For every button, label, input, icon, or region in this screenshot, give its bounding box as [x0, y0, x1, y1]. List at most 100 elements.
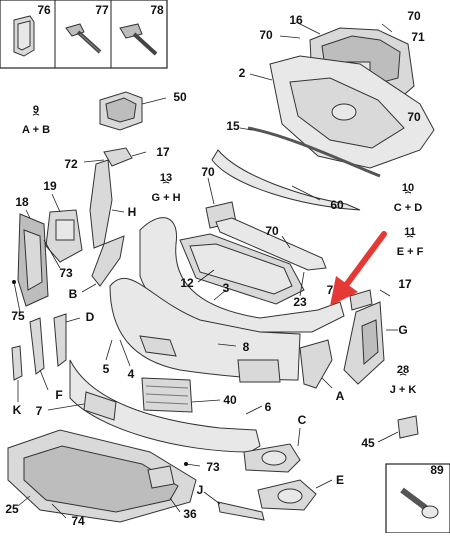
label-77: 77	[95, 3, 109, 17]
group-11-brace: ⏞	[406, 236, 414, 248]
part-b-side-trim	[91, 235, 125, 287]
screw-77	[65, 23, 102, 54]
label-70-b: 70	[259, 28, 273, 42]
label-b: B	[68, 287, 78, 301]
part-18-side-guide	[17, 213, 49, 307]
part-f-strip	[29, 317, 45, 375]
label-45: 45	[361, 436, 375, 450]
label-j: J	[196, 483, 204, 497]
label-19: 19	[43, 179, 57, 193]
label-70-e: 70	[265, 224, 279, 238]
screw-78	[119, 23, 158, 56]
part-40-grille-insert	[141, 377, 193, 413]
label-18: 18	[15, 195, 29, 209]
label-16: 16	[289, 13, 303, 27]
part-h-side-bracket	[89, 159, 113, 249]
part-25-undertray	[7, 429, 197, 523]
group-10-sub: C + D	[393, 202, 423, 214]
label-70-d: 70	[201, 165, 215, 179]
label-72: 72	[64, 157, 78, 171]
part-7-right-bracket	[349, 289, 373, 311]
part-2-grille	[269, 55, 435, 169]
label-h: H	[127, 205, 137, 219]
group-10: 10 ⏞ C + D	[394, 182, 422, 214]
part-15-strip	[247, 126, 381, 178]
group-13-brace: ⏞	[162, 182, 170, 194]
part-19-side-support	[45, 209, 83, 263]
group-11: 11 ⏞ E + F	[397, 226, 424, 258]
label-76: 76	[37, 3, 51, 17]
label-4: 4	[127, 367, 135, 381]
label-12: 12	[180, 276, 194, 290]
label-71: 71	[411, 30, 425, 44]
label-6: 6	[264, 400, 272, 414]
label-7-a: 7	[326, 283, 334, 297]
label-70-c: 70	[407, 110, 421, 124]
part-17-bracket-top	[103, 147, 133, 167]
label-70-a: 70	[407, 9, 421, 23]
part-6-lower-bumper	[69, 359, 261, 453]
label-17-a: 17	[156, 145, 170, 159]
label-25: 25	[5, 502, 19, 516]
part-k-clip	[11, 345, 23, 381]
part-50-bracket	[99, 91, 143, 131]
part-d-strip	[53, 313, 67, 367]
group-9-sub: A + B	[21, 124, 51, 136]
label-50: 50	[173, 90, 187, 104]
label-7-b: 7	[35, 404, 43, 418]
part-a-side-strip	[299, 339, 333, 389]
group-28-number: 28	[396, 364, 410, 376]
label-e: E	[335, 473, 345, 487]
label-a: A	[335, 389, 345, 403]
label-g: G	[398, 323, 408, 337]
label-74: 74	[71, 514, 85, 528]
label-36: 36	[183, 507, 197, 521]
part-12-absorber	[179, 233, 305, 305]
group-13-sub: G + H	[151, 192, 181, 204]
highlight-arrow	[330, 231, 387, 306]
fastener-box	[0, 0, 168, 69]
group-9: 9 ⏞ A + B	[22, 104, 50, 136]
label-23: 23	[293, 295, 307, 309]
label-89: 89	[430, 463, 444, 477]
label-78: 78	[150, 3, 164, 17]
label-5: 5	[102, 362, 110, 376]
clip-76	[13, 15, 35, 57]
label-75: 75	[11, 309, 25, 323]
label-3: 3	[222, 281, 230, 295]
group-9-number: 9	[32, 104, 40, 116]
part-60-lower-grille	[211, 149, 361, 211]
group-9-brace: ⏞	[32, 114, 40, 126]
group-28-brace: ⏞	[399, 374, 407, 386]
part-45-clip	[397, 415, 419, 439]
label-2: 2	[238, 66, 246, 80]
label-60: 60	[330, 198, 344, 212]
group-10-number: 10	[401, 182, 415, 194]
label-8: 8	[242, 340, 250, 354]
part-23-beam	[215, 217, 327, 271]
group-11-sub: E + F	[396, 246, 424, 258]
part-c-fog-cover	[243, 443, 301, 473]
label-c: C	[297, 413, 307, 427]
label-73-a: 73	[59, 266, 73, 280]
part-e-fog-cover	[257, 479, 317, 511]
clip-89	[400, 487, 439, 519]
group-13-number: 13	[159, 172, 173, 184]
label-f: F	[55, 388, 63, 402]
label-k: K	[12, 403, 22, 417]
label-73-b: 73	[206, 460, 220, 474]
label-d: D	[85, 310, 95, 324]
group-28: 28 ⏞ J + K	[390, 364, 417, 396]
part-36-bracket	[147, 465, 175, 489]
group-28-sub: J + K	[389, 384, 417, 396]
part-4-lower-cover	[109, 277, 301, 383]
group-13: 13 ⏞ G + H	[151, 172, 180, 204]
part-j-trim	[217, 501, 265, 521]
part-g-support	[343, 301, 385, 385]
group-11-number: 11	[404, 226, 416, 238]
label-15: 15	[226, 119, 240, 133]
label-40: 40	[223, 393, 237, 407]
label-17-b: 17	[398, 277, 412, 291]
